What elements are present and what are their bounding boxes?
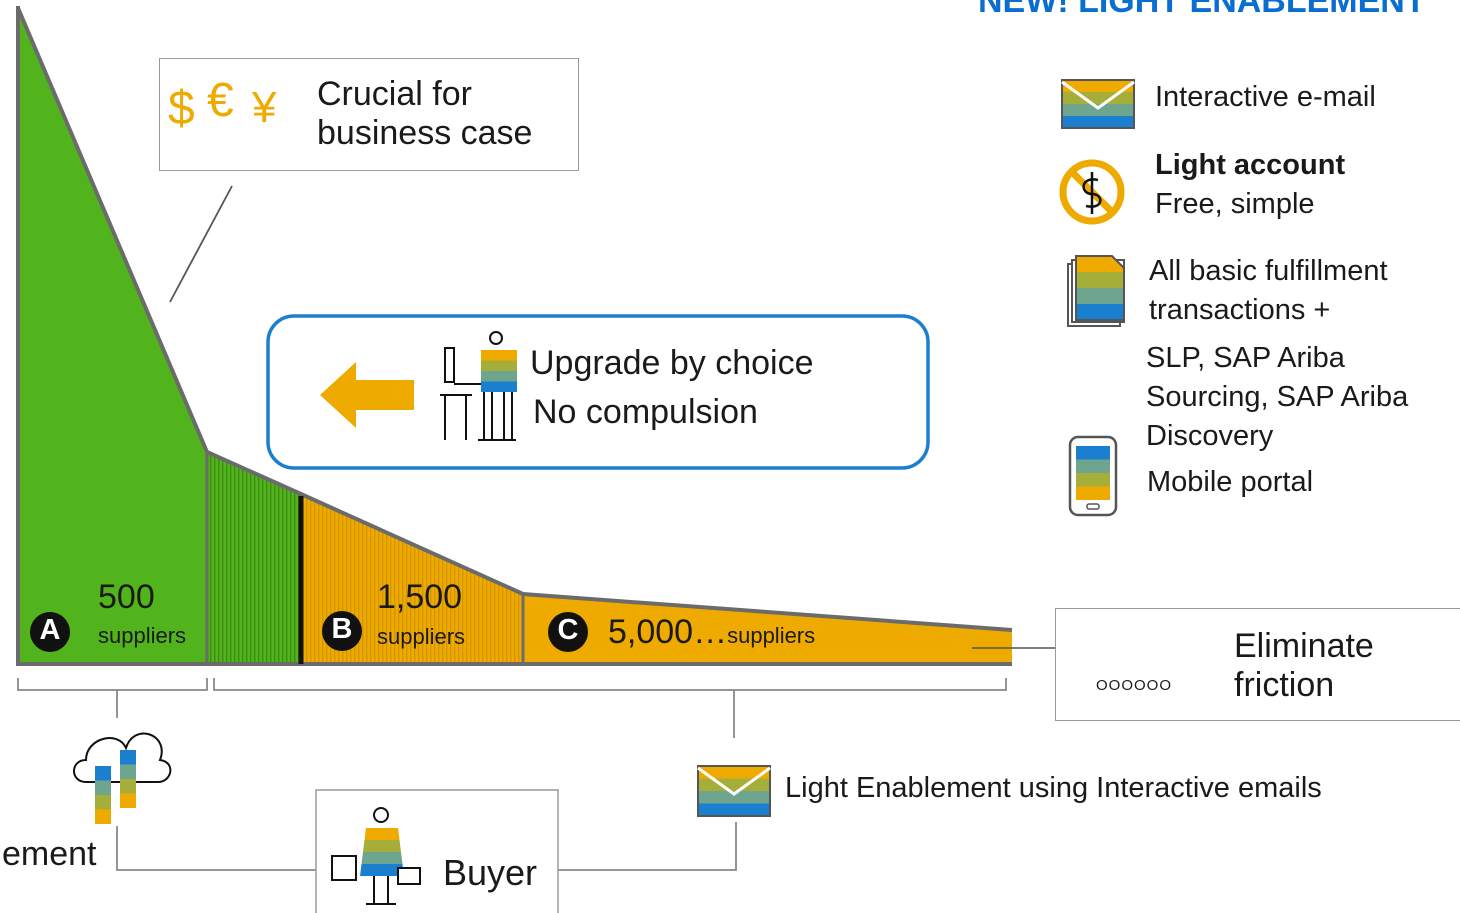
friction-line1: Eliminate [1234, 627, 1374, 665]
legend-light-account-sub: Free, simple [1155, 188, 1315, 220]
legend-fulfillment-line2: transactions + [1149, 294, 1331, 326]
euro-icon: € [207, 74, 234, 127]
letter-circle-c [548, 612, 588, 652]
legend-light-account-title: Light account [1155, 149, 1346, 181]
bracket-bc [213, 678, 1007, 691]
buyer-label: Buyer [443, 852, 538, 893]
mobile-phone-icon [1068, 435, 1118, 517]
envelope-icon [1061, 79, 1135, 129]
connector-left-buyer [116, 826, 316, 871]
segment-c-letter: C [557, 614, 579, 646]
letter-circle-a [30, 612, 70, 652]
legend-email-label: Interactive e-mail [1155, 81, 1376, 113]
legend-fulfillment-line1: All basic fulfillment [1149, 255, 1388, 287]
page-title: NEW! LIGHT ENABLEMENT [978, 0, 1426, 20]
legend-slp-line3: Discovery [1146, 420, 1274, 452]
left-fragment-label: ement [2, 835, 97, 873]
crucial-callout: $ € ¥ Crucial for business case [159, 58, 579, 171]
segment-c-count: 5,000… [608, 613, 728, 651]
dollar-icon: $ [168, 82, 195, 135]
segment-c-area [523, 594, 1012, 664]
segment-a-unit: suppliers [98, 623, 187, 648]
segment-a-transition-area [207, 452, 301, 664]
no-money-icon [1059, 159, 1125, 225]
buyer-box-frame [315, 789, 559, 913]
envelope-bottom-icon [697, 765, 771, 817]
legend-mobile-label: Mobile portal [1147, 466, 1314, 498]
documents-icon [1067, 255, 1125, 327]
upgrade-line2: No compulsion [533, 393, 758, 431]
cloud-icon [73, 732, 172, 824]
bracket-a [17, 678, 208, 691]
segment-a-count: 500 [98, 578, 155, 616]
letter-circle-b [322, 611, 362, 651]
email-caption: Light Enablement using Interactive email… [785, 772, 1322, 804]
friction-callout: OOOOOO Eliminate friction [1055, 608, 1460, 721]
friction-line2: friction [1234, 666, 1335, 704]
crucial-line2: business case [317, 114, 533, 152]
segment-c-unit: suppliers [727, 623, 816, 648]
segment-b-count: 1,500 [377, 578, 463, 616]
upgrade-box-frame [266, 314, 930, 470]
crucial-connector [169, 185, 233, 303]
segment-b-unit: suppliers [377, 624, 466, 649]
tail-curve-outline [16, 7, 1013, 632]
connector-buyer-email [558, 822, 737, 871]
conveyor-marks: OOOOOO [1096, 677, 1173, 694]
yen-icon: ¥ [252, 83, 277, 132]
left-arrow-icon [320, 362, 414, 428]
legend-slp-line1: SLP, SAP Ariba [1146, 342, 1345, 374]
segment-a-area [18, 8, 207, 664]
legend-slp-line2: Sourcing, SAP Ariba [1146, 381, 1409, 413]
buyer-figure-icon [331, 807, 421, 905]
upgrade-line1: Upgrade by choice [530, 344, 814, 382]
segment-c-label: 5,000…suppliers [608, 613, 815, 652]
crucial-line1: Crucial for [317, 75, 472, 113]
segment-a-letter: A [39, 614, 61, 646]
person-at-desk-icon [440, 331, 517, 441]
segment-b-letter: B [331, 613, 353, 645]
